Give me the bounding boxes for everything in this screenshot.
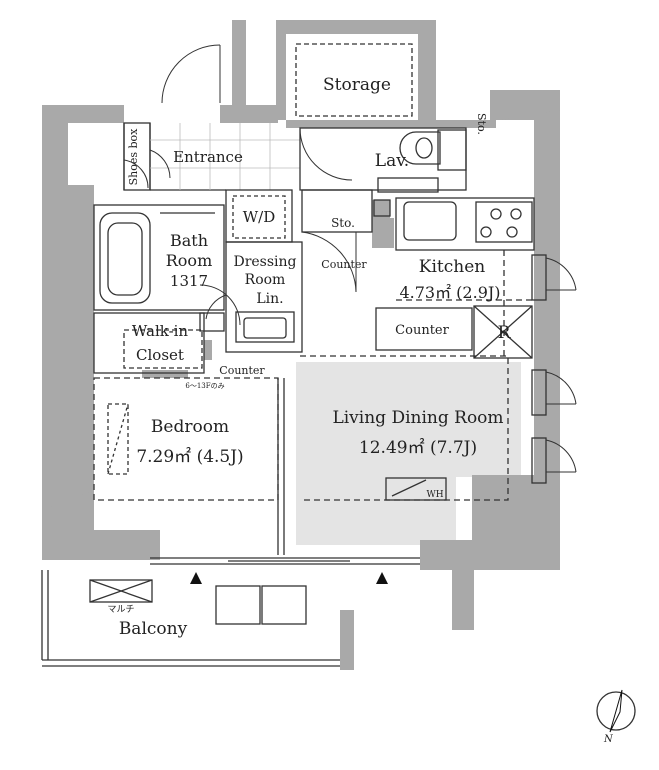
label-sto-lav: Sto. — [475, 113, 488, 135]
label-wh: WH — [426, 490, 443, 500]
label-bath-1: Bath — [170, 231, 208, 250]
label-ldr-area: 12.49㎡ (7.7J) — [359, 438, 477, 458]
label-balcony: Balcony — [119, 619, 188, 639]
label-bedroom-area: 7.29㎡ (4.5J) — [136, 447, 243, 467]
label-wd: W/D — [243, 208, 276, 226]
label-floor-note: 6～13Fのみ — [185, 382, 224, 390]
label-walkin-2: Closet — [136, 346, 184, 364]
labels: Storage Lav. Sto. Shoes box Entrance W/D… — [107, 75, 511, 639]
label-kitchen: Kitchen — [419, 257, 485, 277]
balcony-arrow-left — [190, 572, 202, 584]
label-dressing-2: Room — [245, 272, 286, 288]
label-north: N — [603, 734, 614, 745]
living-shade — [296, 362, 521, 545]
label-counter-dressing: Counter — [321, 258, 367, 271]
label-counter-kitchen: Counter — [395, 323, 449, 338]
label-shoes-box: Shoes box — [127, 128, 140, 186]
label-kitchen-area: 4.73㎡ (2.9J) — [399, 283, 500, 302]
label-walkin-1: Walk-in — [132, 322, 189, 340]
partitions — [41, 43, 547, 667]
north-compass-icon: N — [596, 689, 636, 745]
label-sto-center: Sto. — [331, 216, 355, 230]
label-marche: マルチ — [107, 604, 134, 615]
label-ldr: Living Dining Room — [332, 408, 503, 428]
label-dressing-1: Dressing — [233, 254, 296, 270]
label-fridge: R — [498, 323, 512, 343]
doors — [123, 44, 577, 473]
label-bath-3: 1317 — [170, 272, 208, 290]
label-lin: Lin. — [256, 291, 283, 307]
label-counter-closet: Counter — [219, 364, 265, 377]
label-storage: Storage — [323, 75, 391, 95]
balcony-arrow-right — [376, 572, 388, 584]
label-bedroom: Bedroom — [151, 417, 229, 437]
label-entrance: Entrance — [173, 148, 243, 166]
label-bath-2: Room — [166, 251, 212, 270]
walls — [42, 20, 560, 670]
entry-markers — [190, 572, 388, 584]
label-lav: Lav. — [375, 151, 409, 171]
